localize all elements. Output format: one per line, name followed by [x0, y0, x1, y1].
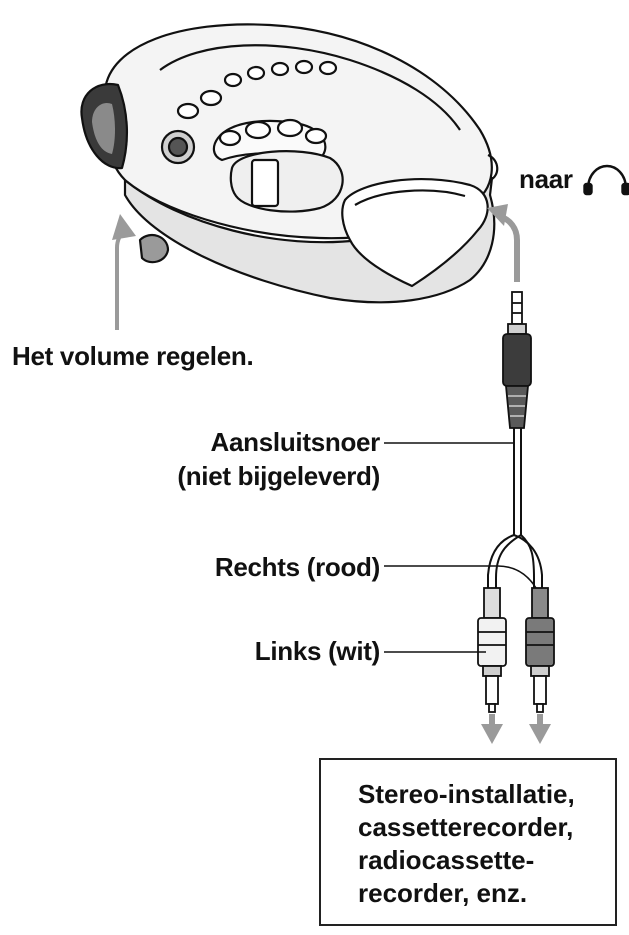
rca-plug-red — [525, 587, 555, 713]
destination-line: recorder, enz. — [358, 878, 528, 908]
destination-line: radiocassette- — [358, 845, 535, 875]
headphone-jack-arrow — [487, 204, 520, 282]
destination-text: Stereo-installatie, cassetterecorder, ra… — [358, 778, 575, 910]
left-channel-label: Links (wit) — [254, 636, 381, 666]
volume-arrow — [112, 214, 136, 330]
stereo-mini-plug — [502, 291, 532, 429]
right-channel-label: Rechts (rood) — [214, 552, 380, 582]
output-arrows — [481, 714, 551, 744]
volume-label: Het volume regelen. — [12, 341, 254, 371]
cable — [487, 428, 543, 590]
destination-line: Stereo-installatie, — [358, 779, 575, 809]
cd-player-illustration — [80, 23, 499, 304]
to-headphones-label: naar — [519, 164, 573, 194]
destination-line: cassetterecorder, — [358, 812, 574, 842]
cord-label-line2: (niet bijgeleverd) — [177, 461, 380, 491]
leader-lines — [384, 442, 537, 653]
destination-box: Stereo-installatie, cassetterecorder, ra… — [319, 758, 617, 926]
rca-plug-white — [477, 587, 507, 713]
headphones-icon — [583, 164, 629, 196]
cord-label-line1: Aansluitsnoer — [210, 427, 381, 457]
